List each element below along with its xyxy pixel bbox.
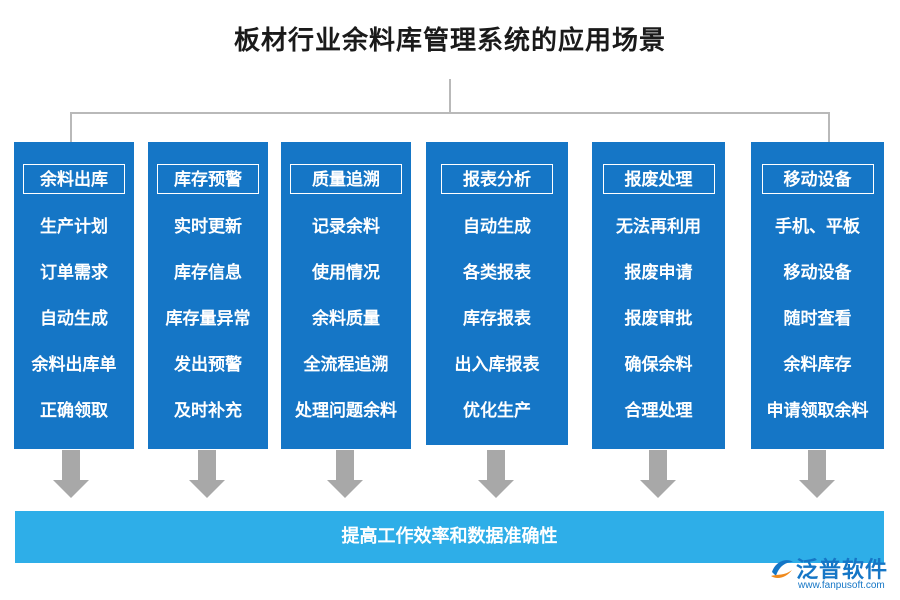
column-item-list: 手机、平板 移动设备 随时查看 余料库存 申请领取余料 (751, 204, 884, 434)
connector-stem (449, 79, 451, 113)
column-item-list: 生产计划 订单需求 自动生成 余料出库单 正确领取 (14, 204, 134, 434)
column-mobile-devices: 移动设备 手机、平板 移动设备 随时查看 余料库存 申请领取余料 (751, 142, 884, 449)
column-item: 全流程追溯 (303, 355, 389, 375)
column-header: 移动设备 (761, 164, 874, 194)
column-item: 生产计划 (40, 217, 108, 237)
column-item: 余料出库单 (31, 355, 117, 375)
connector-drop-1 (70, 112, 72, 142)
column-item-list: 记录余料 使用情况 余料质量 全流程追溯 处理问题余料 (281, 204, 411, 434)
column-item: 移动设备 (783, 263, 852, 283)
column-item: 报废申请 (624, 263, 693, 283)
arrow-down-icon (799, 450, 835, 500)
column-item: 合理处理 (624, 401, 693, 421)
arrow-down-icon (640, 450, 676, 500)
arrow-down-icon (189, 450, 225, 500)
column-item: 记录余料 (312, 217, 380, 237)
column-item: 及时补充 (174, 401, 242, 421)
column-scrap-handling: 报废处理 无法再利用 报废申请 报废审批 确保余料 合理处理 (592, 142, 725, 449)
column-header: 库存预警 (157, 164, 259, 194)
column-item: 余料库存 (783, 355, 852, 375)
column-item: 使用情况 (312, 263, 380, 283)
column-item: 各类报表 (463, 263, 531, 283)
column-item: 随时查看 (783, 309, 852, 329)
arrow-down-icon (327, 450, 363, 500)
brand-url: www.fanpusoft.com (798, 580, 885, 591)
column-item: 库存报表 (463, 309, 531, 329)
column-item: 自动生成 (40, 309, 108, 329)
result-bar: 提高工作效率和数据准确性 (15, 511, 884, 563)
connector-horizontal (70, 112, 830, 114)
column-header: 报废处理 (602, 164, 715, 194)
diagram-title: 板材行业余料库管理系统的应用场景 (233, 26, 666, 56)
column-item: 正确领取 (40, 401, 108, 421)
brand-logo: 泛普软件 www.fanpusoft.com (768, 552, 894, 598)
column-item: 库存量异常 (165, 309, 251, 329)
column-header: 报表分析 (441, 164, 553, 194)
column-item: 自动生成 (463, 217, 531, 237)
column-item: 手机、平板 (775, 217, 860, 237)
column-outbound: 余料出库 生产计划 订单需求 自动生成 余料出库单 正确领取 (14, 142, 134, 449)
column-header: 质量追溯 (290, 164, 402, 194)
arrow-down-icon (478, 450, 514, 500)
column-item: 库存信息 (174, 263, 242, 283)
brand-name: 泛普软件 (796, 558, 889, 583)
column-item: 申请领取余料 (766, 401, 869, 421)
column-item-list: 实时更新 库存信息 库存量异常 发出预警 及时补充 (148, 204, 268, 434)
column-item: 确保余料 (624, 355, 693, 375)
column-item: 实时更新 (174, 217, 242, 237)
column-item: 发出预警 (174, 355, 242, 375)
column-item: 出入库报表 (454, 355, 540, 375)
fanpu-logo-icon (771, 560, 793, 578)
connector-drop-6 (828, 112, 830, 142)
column-item: 余料质量 (312, 309, 380, 329)
column-item: 报废审批 (624, 309, 693, 329)
column-item: 订单需求 (40, 263, 108, 283)
column-item-list: 无法再利用 报废申请 报废审批 确保余料 合理处理 (592, 204, 725, 434)
column-item: 无法再利用 (616, 217, 701, 237)
column-item: 优化生产 (463, 401, 531, 421)
column-quality-trace: 质量追溯 记录余料 使用情况 余料质量 全流程追溯 处理问题余料 (281, 142, 411, 449)
column-header: 余料出库 (23, 164, 125, 194)
column-item: 处理问题余料 (295, 401, 397, 421)
column-report-analysis: 报表分析 自动生成 各类报表 库存报表 出入库报表 优化生产 (426, 142, 568, 445)
arrow-down-icon (53, 450, 89, 500)
column-inventory-warning: 库存预警 实时更新 库存信息 库存量异常 发出预警 及时补充 (148, 142, 268, 449)
column-item-list: 自动生成 各类报表 库存报表 出入库报表 优化生产 (426, 204, 568, 434)
